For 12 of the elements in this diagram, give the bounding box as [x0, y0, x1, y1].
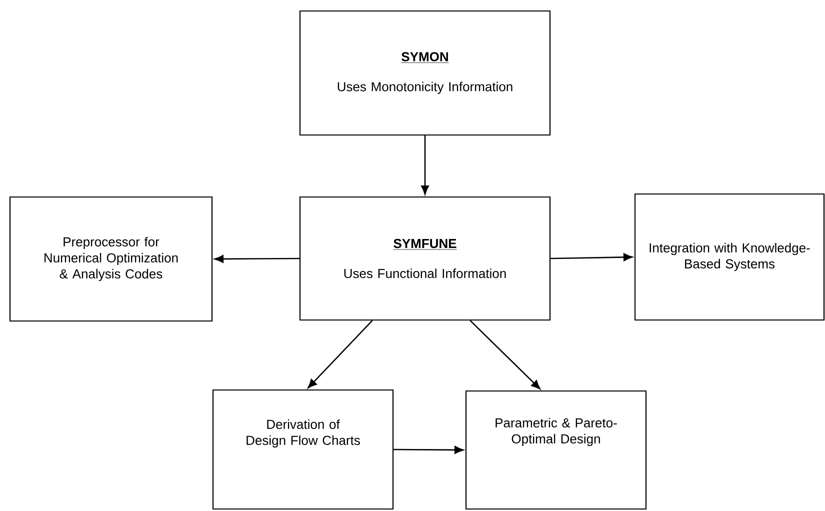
process-box: Integration with Knowledge-Based Systems — [634, 193, 825, 321]
arrow — [470, 320, 540, 390]
arrow — [421, 136, 429, 195]
program-box: SYMFUNE Uses Functional Information — [299, 196, 551, 321]
process-box: Derivation of Design Flow Charts — [212, 389, 394, 510]
process-box: Parametric & Pareto-Optimal Design — [465, 390, 647, 510]
arrow — [308, 320, 373, 388]
process-box: Preprocessor for Numerical Optimization & Analysis Codes — [9, 196, 213, 322]
arrow — [550, 253, 633, 262]
program-box: SYMON Uses Monotonicity Information — [299, 10, 551, 136]
arrow — [214, 254, 300, 263]
arrow — [394, 446, 464, 454]
